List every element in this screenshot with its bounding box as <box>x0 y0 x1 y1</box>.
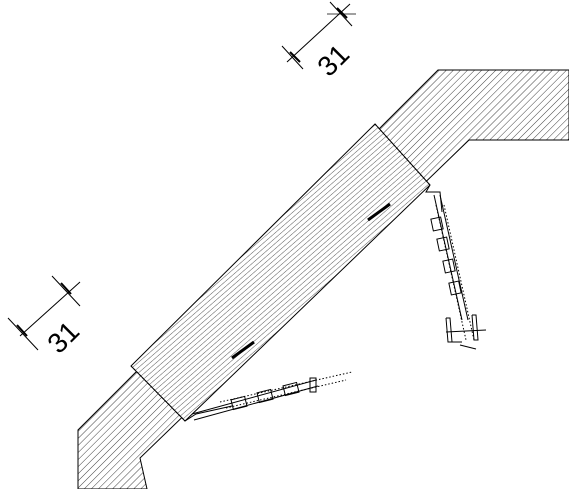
dimension-upper-tick-left-cross <box>289 51 301 63</box>
fitting-right <box>425 184 487 350</box>
window-frame-hatch <box>130 123 431 422</box>
dimension-upper-tick-left <box>281 45 304 70</box>
frame-joint-upper <box>374 123 431 186</box>
dimension-lower-tick-right-cross <box>60 282 72 295</box>
frame-slot-upper <box>367 202 391 222</box>
dimension-upper: 31 <box>281 1 356 82</box>
dimension-lower-tick-left-cross <box>16 324 28 337</box>
dimension-lower-line <box>19 281 81 337</box>
frame-joint-lower <box>130 365 186 422</box>
dimension-lower-tick-right <box>51 275 81 307</box>
frame-slot-lower <box>231 340 255 360</box>
dimension-upper-tick-right-cross <box>336 7 348 19</box>
dimension-lower-label: 31 <box>41 315 85 359</box>
dimension-lower-tick-left <box>7 317 39 351</box>
dimension-lower: 31 <box>7 275 85 359</box>
fitting-bottom <box>184 371 353 422</box>
dimension-upper-label: 31 <box>311 38 355 82</box>
